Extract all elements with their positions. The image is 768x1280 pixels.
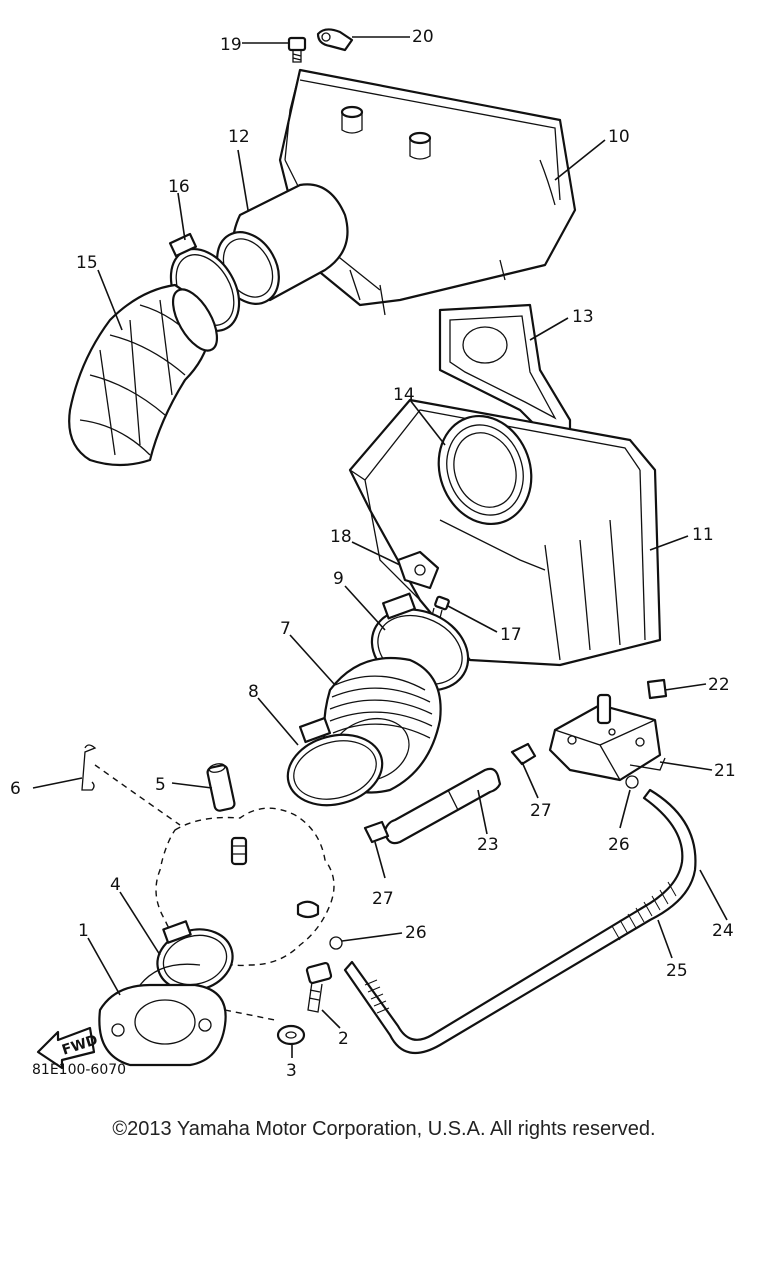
callout-20: 20 bbox=[412, 27, 434, 47]
clip-6 bbox=[81, 744, 97, 791]
clamp-20 bbox=[316, 28, 354, 52]
callout-13: 13 bbox=[572, 307, 594, 327]
callout-4: 4 bbox=[110, 875, 121, 895]
joint-14 bbox=[437, 414, 533, 526]
carb-fittings bbox=[230, 836, 320, 919]
callout-23: 23 bbox=[477, 835, 499, 855]
screw-19 bbox=[287, 36, 307, 63]
band-8 bbox=[286, 716, 384, 807]
clip-27b bbox=[363, 820, 390, 844]
fuel-pump-21 bbox=[548, 693, 666, 782]
callout-16: 16 bbox=[168, 177, 190, 197]
joint-1 bbox=[98, 963, 227, 1067]
leader-lines bbox=[32, 36, 728, 1058]
hose-23 bbox=[383, 767, 502, 845]
callout-3: 3 bbox=[286, 1061, 297, 1081]
callout-19: 19 bbox=[220, 35, 242, 55]
pin-5 bbox=[206, 763, 236, 812]
bolt-2 bbox=[305, 961, 333, 1013]
fwd-arrow: FWD bbox=[36, 1026, 100, 1070]
callout-11: 11 bbox=[692, 525, 714, 545]
callout-24: 24 bbox=[712, 921, 734, 941]
washer-3 bbox=[276, 1024, 306, 1046]
callout-1: 1 bbox=[78, 921, 89, 941]
callout-27b: 27 bbox=[372, 889, 394, 909]
callout-14: 14 bbox=[393, 385, 415, 405]
callout-17: 17 bbox=[500, 625, 522, 645]
callout-7: 7 bbox=[280, 619, 291, 639]
callout-9: 9 bbox=[333, 569, 344, 589]
clip-26a bbox=[625, 775, 639, 789]
callout-5: 5 bbox=[155, 775, 166, 795]
callout-8: 8 bbox=[248, 682, 259, 702]
clip-26b bbox=[329, 936, 343, 950]
airbox-case bbox=[348, 398, 662, 667]
hose-24 bbox=[343, 788, 697, 1055]
parts-diagram: FWD bbox=[10, 27, 736, 1081]
callout-26a: 26 bbox=[608, 835, 630, 855]
callout-22: 22 bbox=[708, 675, 730, 695]
callout-15: 15 bbox=[76, 253, 98, 273]
callout-12: 12 bbox=[228, 127, 250, 147]
drawing-code: 81E100-6070 bbox=[32, 1062, 126, 1078]
copyright-notice: ©2013 Yamaha Motor Corporation, U.S.A. A… bbox=[112, 1118, 656, 1140]
callout-21: 21 bbox=[714, 761, 736, 781]
clip-27a bbox=[510, 742, 537, 766]
callout-numbers: 19 20 10 12 16 15 13 14 11 18 17 9 7 8 6… bbox=[10, 27, 736, 1081]
callout-2: 2 bbox=[338, 1029, 349, 1049]
callout-10: 10 bbox=[608, 127, 630, 147]
callout-6: 6 bbox=[10, 779, 21, 799]
protector-25 bbox=[364, 881, 677, 1014]
carburetor-outline bbox=[94, 764, 335, 1021]
cap-22 bbox=[646, 678, 668, 700]
callout-25: 25 bbox=[666, 961, 688, 981]
callout-18: 18 bbox=[330, 527, 352, 547]
clamp-18 bbox=[396, 550, 440, 590]
intake-duct-15 bbox=[68, 283, 219, 467]
callout-27a: 27 bbox=[530, 801, 552, 821]
callout-26b: 26 bbox=[405, 923, 427, 943]
